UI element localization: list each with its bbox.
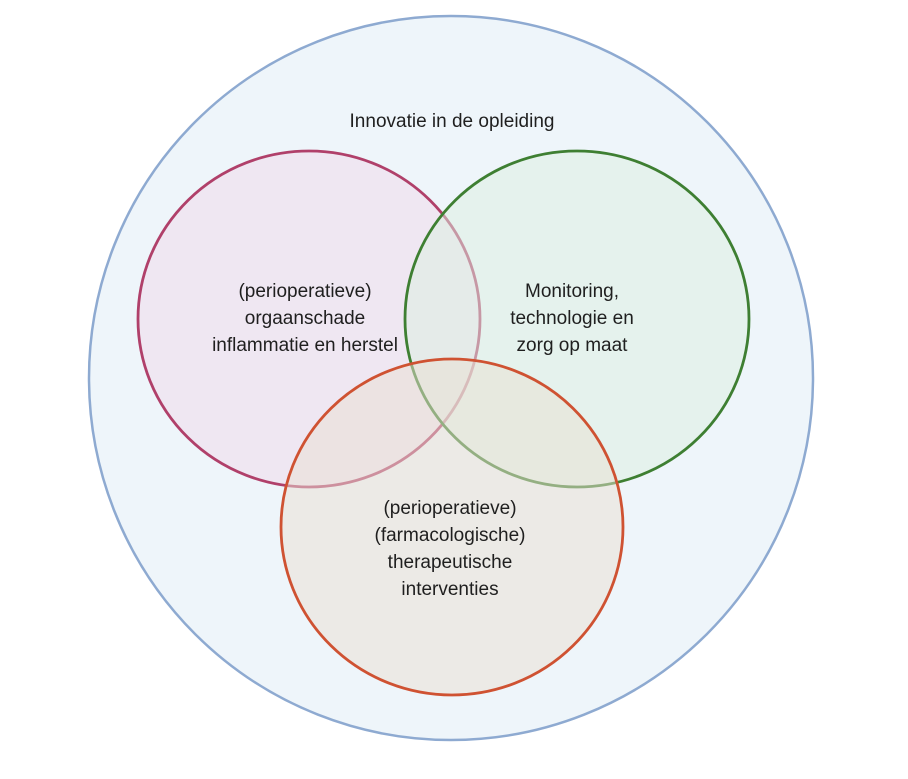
monitoring-line-1: Monitoring,: [525, 281, 619, 302]
interventions-line-4: interventies: [401, 579, 499, 600]
interventions-line-3: therapeutische: [387, 552, 513, 573]
monitoring-label: Monitoring, technologie en zorg op maat: [472, 278, 672, 359]
outer-circle-label: Innovatie in de opleiding: [252, 108, 652, 135]
interventions-line-1: (perioperatieve): [383, 498, 517, 519]
interventions-label: (perioperatieve) (farmacologische) thera…: [300, 495, 600, 603]
organ-damage-label: (perioperatieve) orgaanschade inflammati…: [150, 278, 460, 359]
organ-damage-line-3: inflammatie en herstel: [212, 335, 398, 356]
circle-interventions: [279, 357, 625, 697]
interventions-line-2: (farmacologische): [374, 525, 526, 546]
monitoring-line-3: zorg op maat: [516, 335, 628, 356]
organ-damage-line-1: (perioperatieve): [238, 281, 372, 302]
organ-damage-line-2: orgaanschade: [244, 308, 366, 329]
outer-label-text: Innovatie in de opleiding: [349, 111, 555, 132]
monitoring-line-2: technologie en: [510, 308, 634, 329]
